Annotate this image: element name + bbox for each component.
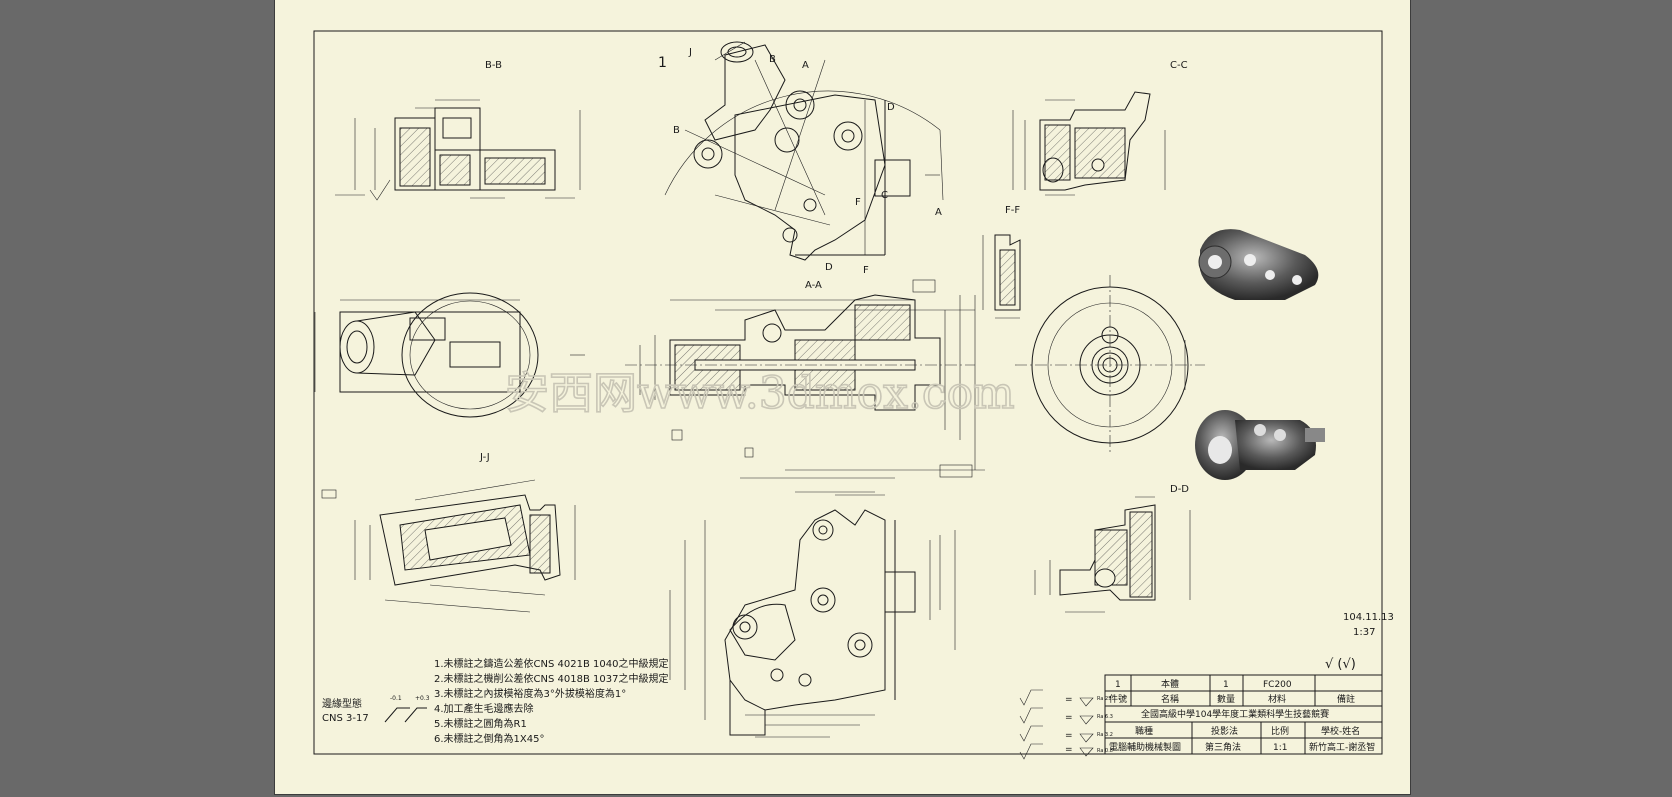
tb-competition: 全國高級中學104學年度工業類科學生技藝競賽 — [1141, 708, 1329, 720]
cut-marker-a-right: A — [935, 207, 942, 218]
tb-part-name: 本體 — [1161, 678, 1179, 690]
cut-marker-j: J — [688, 47, 692, 58]
tb-value-trade: 電腦輔助機械製圖 — [1109, 741, 1181, 753]
section-view-aa: A-A — [625, 279, 985, 478]
tb-header-material: 材料 — [1268, 693, 1286, 705]
cut-markers: J B A D B C F A D F — [673, 47, 942, 276]
drawing-date: 104.11.13 — [1343, 612, 1394, 623]
circular-view-right — [1015, 275, 1205, 455]
isometric-view-1 — [1198, 229, 1319, 300]
note-2: 2.未標註之機削公差依CNS 4018B 1037之中級規定 — [434, 672, 668, 685]
tb-value-projection: 第三角法 — [1205, 741, 1241, 753]
drawing-canvas: 1 B-B — [313, 30, 1394, 760]
isometric-view-2 — [1195, 410, 1325, 480]
drawing-sheet: 1 B-B — [275, 0, 1410, 794]
cut-marker-f-bottom: F — [863, 265, 869, 276]
cut-marker-b-left: B — [673, 125, 680, 136]
section-label-cc: C-C — [1170, 60, 1188, 71]
tb-part-no: 1 — [1115, 680, 1121, 690]
note-6: 6.未標註之倒角為1X45° — [434, 732, 544, 745]
cut-marker-f-right: F — [855, 197, 861, 208]
edge-condition-symbol: 邊緣型態 CNS 3-17 -0.1 +0.3 — [322, 695, 430, 724]
sheet-number: 1 — [658, 55, 667, 71]
general-roughness-symbol: √ (√) — [1325, 657, 1356, 672]
section-view-cc: C-C — [1012, 60, 1188, 196]
tb-header-remark: 備註 — [1337, 693, 1355, 705]
title-block: 1 本體 1 FC200 件號 名稱 數量 材料 備註 全國高級中學104學年度… — [1104, 674, 1383, 755]
tb-header-no: 件號 — [1109, 693, 1127, 705]
end-view-left — [314, 292, 585, 418]
note-3: 3.未標註之內拔模裕度為3°外拔模裕度為1° — [434, 687, 626, 700]
svg-text:=: = — [1065, 695, 1073, 705]
cut-marker-d-bottom: D — [825, 262, 833, 273]
section-label-dd: D-D — [1170, 484, 1189, 495]
tb-label-trade: 職種 — [1135, 726, 1153, 737]
tb-part-material: FC200 — [1263, 680, 1292, 690]
roughness-legend: = Ra 25 = Ra 6.3 = Ra 3.2 = Ra 0.8 — [1019, 689, 1113, 760]
edge-condition-left-value: -0.1 — [390, 695, 402, 702]
section-view-jj: J-J — [321, 452, 576, 613]
svg-text:=: = — [1065, 745, 1073, 755]
note-5: 5.未標註之圓角為R1 — [434, 717, 527, 730]
svg-text:=: = — [1065, 731, 1073, 741]
cut-marker-c: C — [881, 190, 888, 201]
tb-header-qty: 數量 — [1217, 693, 1235, 705]
tb-label-scale: 比例 — [1271, 725, 1289, 737]
watermark: 安西网www.3dmox.com — [505, 368, 1015, 419]
front-view-top — [664, 41, 944, 261]
tb-header-name: 名稱 — [1161, 693, 1179, 705]
section-label-bb: B-B — [485, 60, 502, 71]
drawing-time: 1:37 — [1353, 627, 1375, 638]
tb-label-projection: 投影法 — [1211, 725, 1238, 737]
edge-condition-standard: CNS 3-17 — [322, 713, 369, 724]
roughness-ra-25: Ra 25 — [1097, 696, 1111, 702]
tb-value-school: 新竹高工-謝丞智 — [1309, 741, 1375, 753]
note-4: 4.加工產生毛邊應去除 — [434, 702, 534, 715]
front-view-bottom — [669, 477, 956, 738]
section-view-dd: D-D — [1034, 484, 1191, 613]
section-label-aa: A-A — [805, 280, 822, 291]
tb-part-qty: 1 — [1223, 680, 1229, 690]
tb-label-school: 學校-姓名 — [1321, 725, 1360, 737]
cut-marker-a-top: A — [802, 60, 809, 71]
edge-condition-title: 邊緣型態 — [322, 697, 362, 710]
edge-condition-right-value: +0.3 — [415, 695, 430, 702]
drawing-border — [313, 30, 1383, 755]
section-view-ff: F-F — [982, 205, 1021, 319]
svg-text:=: = — [1065, 713, 1073, 723]
tb-value-scale: 1:1 — [1273, 743, 1287, 753]
section-view-bb: B-B — [335, 60, 581, 201]
general-notes: 1.未標註之鑄造公差依CNS 4021B 1040之中級規定 2.未標註之機削公… — [434, 657, 668, 745]
cut-marker-b-top: B — [769, 54, 776, 65]
section-label-ff: F-F — [1005, 205, 1020, 216]
cut-marker-d-top: D — [887, 102, 895, 113]
section-label-jj: J-J — [479, 452, 490, 463]
note-1: 1.未標註之鑄造公差依CNS 4021B 1040之中級規定 — [434, 657, 668, 670]
